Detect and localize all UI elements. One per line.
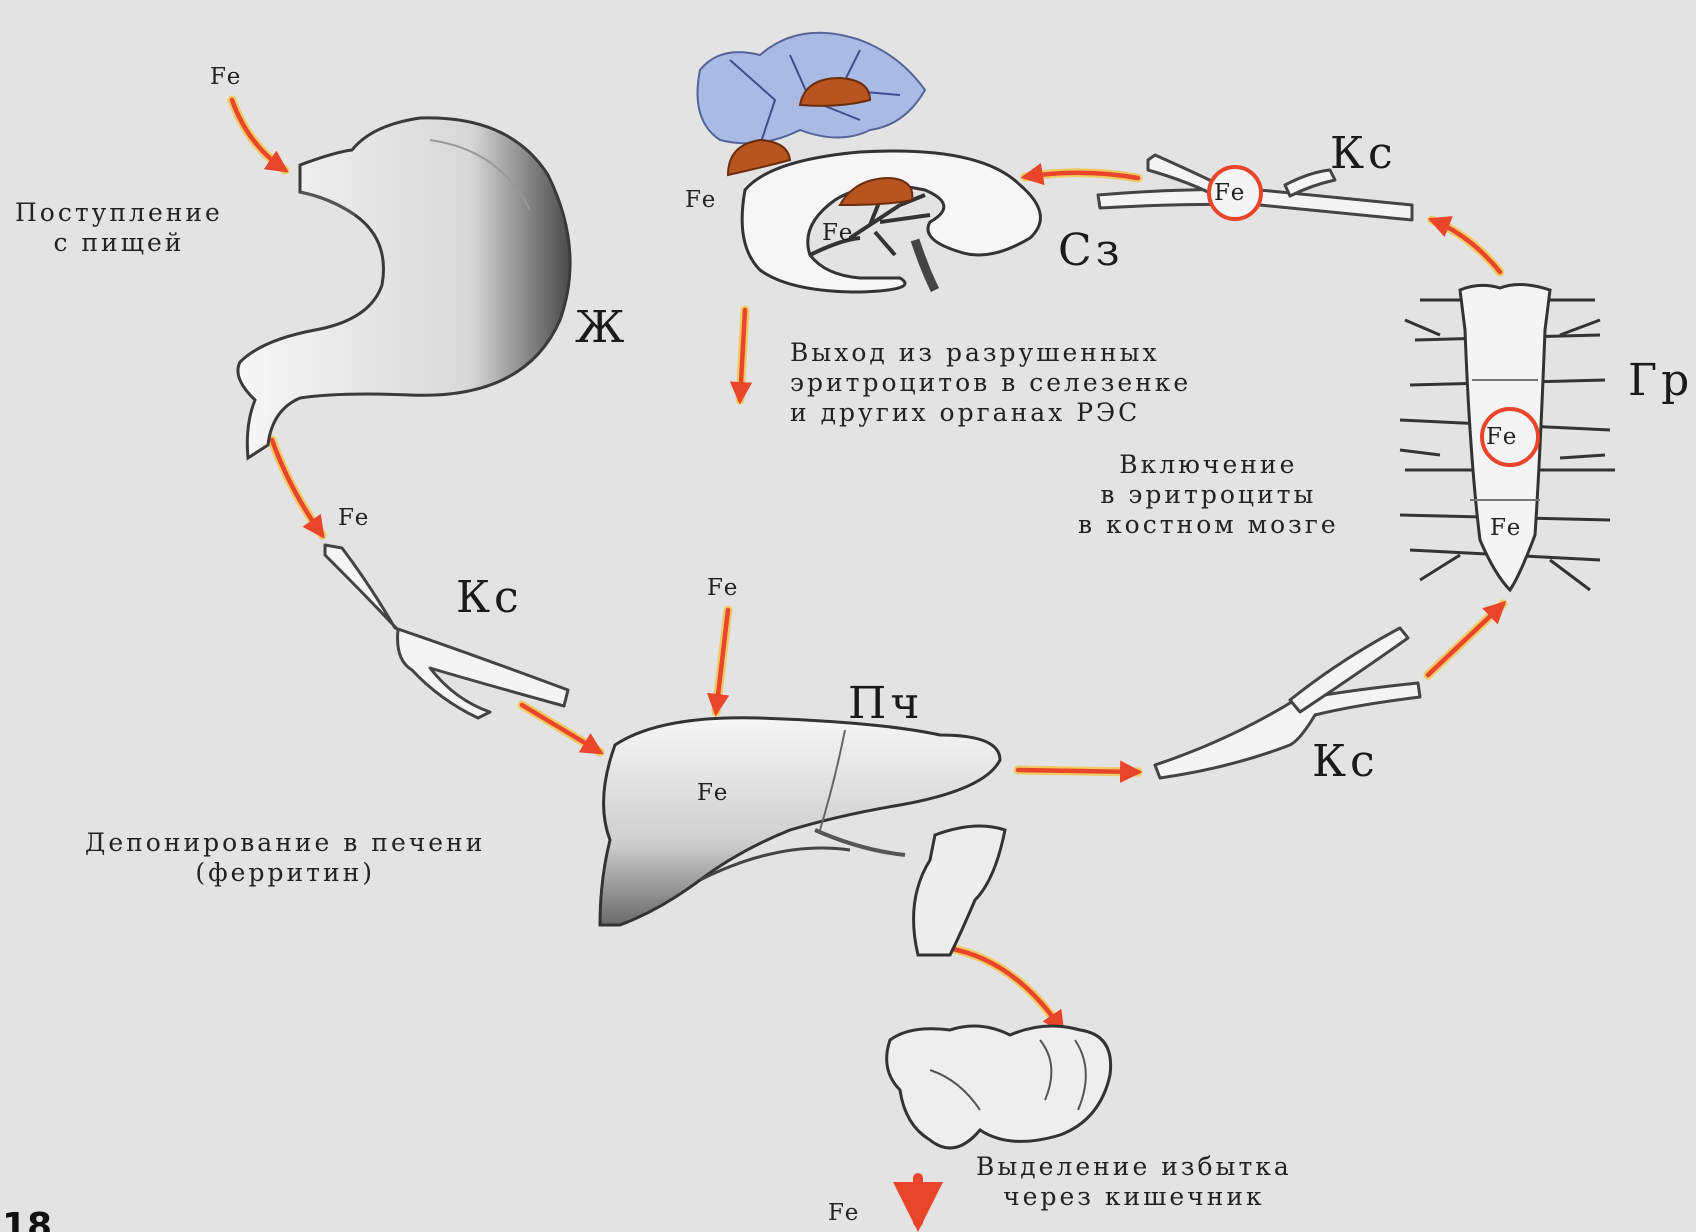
caption-release-line-1: Выход из разрушенных: [790, 338, 1191, 368]
caption-excretion-line-2: через кишечник: [976, 1182, 1292, 1212]
organ-code-spleen: Сз: [1058, 225, 1124, 276]
caption-intake: Поступление с пищей: [15, 198, 223, 258]
caption-incorporation-line-3: в костном мозге: [1078, 510, 1339, 540]
vessel-lower-left: [325, 545, 568, 718]
duodenum-illustration: [815, 826, 1005, 955]
fe-label-marrow-cells: Fe: [685, 187, 717, 213]
caption-excretion: Выделение избытка через кишечник: [976, 1152, 1292, 1212]
caption-release-line-2: эритроцитов в селезенке: [790, 368, 1191, 398]
caption-incorporation-line-1: Включение: [1078, 450, 1339, 480]
organ-code-marrow: Гр: [1628, 355, 1693, 406]
arrow-blood-to-marrow: [1428, 604, 1503, 675]
fe-label-excretion: Fe: [828, 1200, 860, 1226]
fe-label-bone-marker: Fe: [1486, 424, 1518, 450]
fe-label-spleen: Fe: [822, 220, 854, 246]
organ-code-stomach: Ж: [575, 302, 628, 353]
caption-release: Выход из разрушенных эритроцитов в селез…: [790, 338, 1191, 428]
caption-incorporation-line-2: в эритроциты: [1078, 480, 1339, 510]
vessel-lower-right: [1155, 628, 1420, 778]
organ-code-blood-upper: Кс: [1330, 128, 1397, 179]
fe-label-stomach-out: Fe: [338, 505, 370, 531]
caption-incorporation: Включение в эритроциты в костном мозге: [1078, 450, 1339, 540]
caption-storage: Депонирование в печени (ферритин): [85, 828, 485, 888]
caption-release-line-3: и других органах РЭС: [790, 398, 1191, 428]
arrow-blood-to-liver: [522, 705, 600, 752]
page-number: 18: [2, 1205, 52, 1232]
fe-label-bone: Fe: [1490, 515, 1522, 541]
caption-storage-line-2: (ферритин): [85, 858, 485, 888]
spleen-illustration: [742, 151, 1040, 292]
fe-label-intake: Fe: [210, 64, 242, 90]
arrow-liver-to-intestine: [948, 948, 1062, 1030]
organ-code-blood-lower-left: Кс: [456, 572, 523, 623]
caption-intake-line-1: Поступление: [15, 198, 223, 228]
organ-code-liver: Пч: [848, 678, 923, 729]
fe-label-liver: Fe: [697, 780, 729, 806]
caption-excretion-line-1: Выделение избытка: [976, 1152, 1292, 1182]
arrow-liver-to-blood: [1018, 770, 1138, 772]
caption-storage-line-1: Депонирование в печени: [85, 828, 485, 858]
fe-label-liver-in: Fe: [707, 575, 739, 601]
intestine-illustration: [887, 1026, 1111, 1148]
organ-code-blood-lower-right: Кс: [1312, 736, 1379, 787]
caption-intake-line-2: с пищей: [15, 228, 223, 258]
fe-label-vessel: Fe: [1214, 180, 1246, 206]
